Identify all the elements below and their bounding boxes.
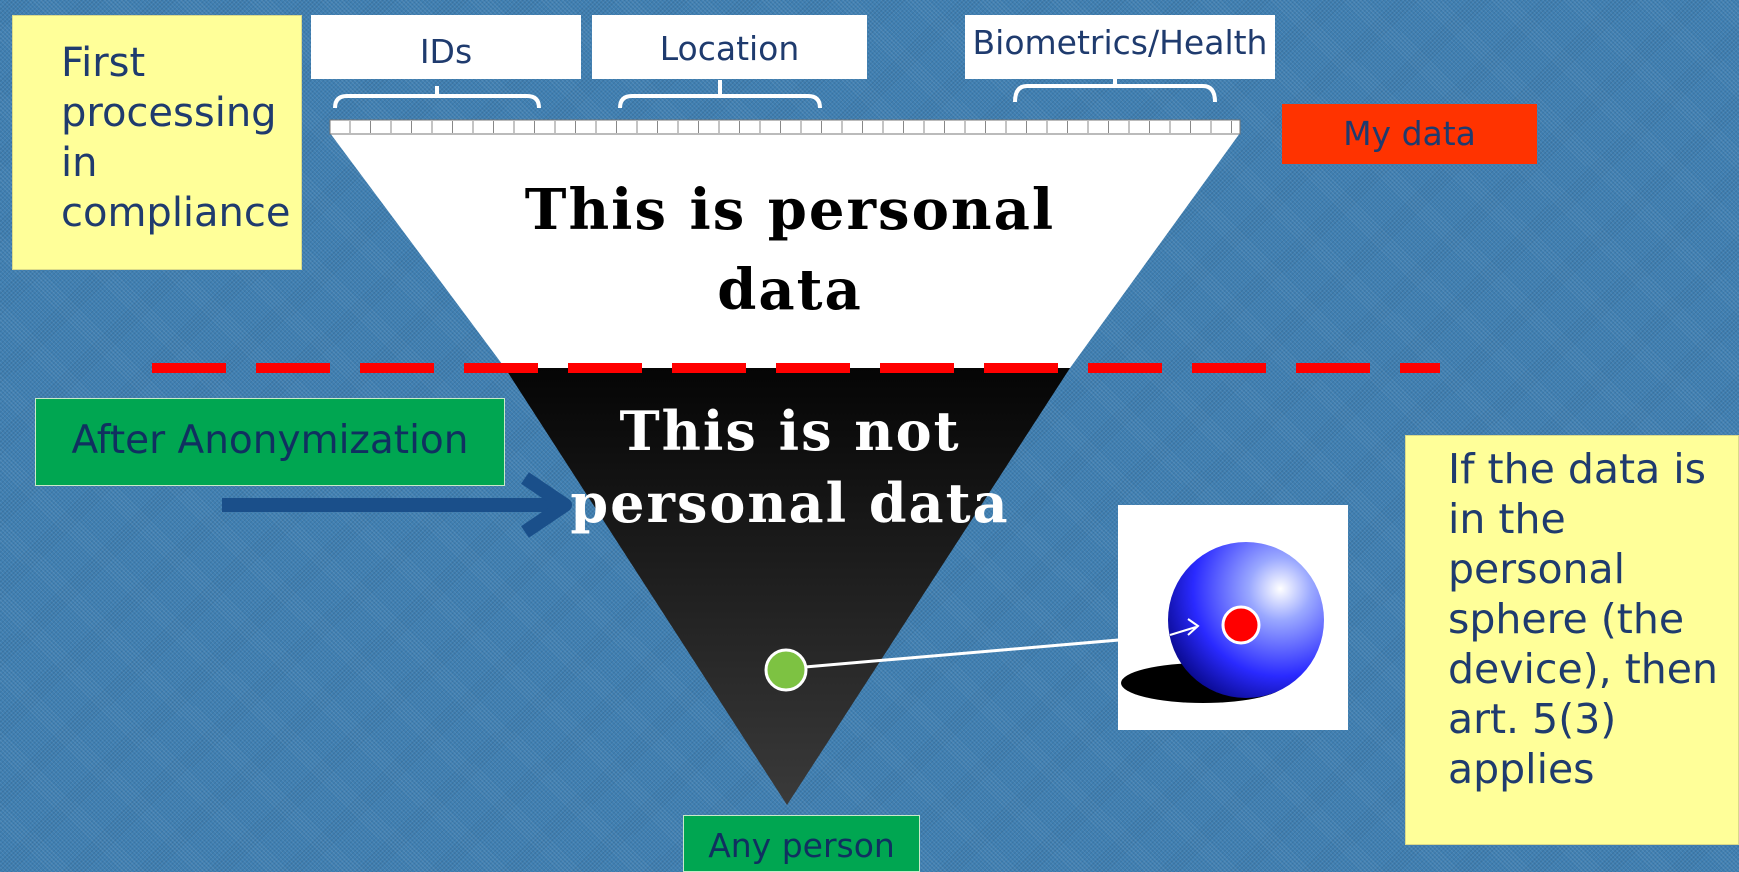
funnel-anonymized-section xyxy=(505,368,1070,805)
after-anonymization-label: After Anonymization xyxy=(35,398,505,486)
not-personal-data-heading: This is not personal data xyxy=(570,399,1010,535)
first-processing-note: First processing in compliance xyxy=(12,15,302,270)
arrow-icon xyxy=(222,472,572,538)
funnel-personal-section xyxy=(330,133,1240,368)
my-data-label: My data xyxy=(1282,104,1537,164)
location-label: Location xyxy=(592,15,867,79)
personal-data-heading: This is personal data xyxy=(524,177,1056,323)
connector-line xyxy=(804,634,1166,669)
biometrics-health-label: Biometrics/Health xyxy=(965,15,1275,79)
data-ruler xyxy=(329,119,1241,135)
sphere-icon xyxy=(1121,542,1324,703)
art-5-3-note: If the data is in the personal sphere (t… xyxy=(1405,435,1739,845)
ids-label: IDs xyxy=(311,15,581,79)
green-dot-icon xyxy=(764,648,808,692)
sphere-panel xyxy=(1118,505,1348,730)
any-person-label: Any person xyxy=(683,815,920,872)
category-brackets xyxy=(333,76,1217,109)
